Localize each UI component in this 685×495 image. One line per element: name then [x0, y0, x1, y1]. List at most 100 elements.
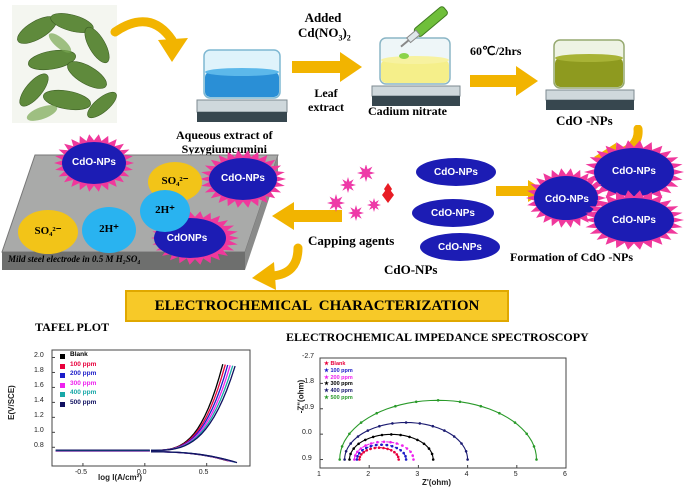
eis-point: [374, 443, 378, 447]
eis-title: ELECTROCHEMICAL IMPEDANCE SPECTROSCOPY: [286, 330, 589, 344]
eis-point: [394, 404, 397, 408]
eis-point: [353, 454, 357, 457]
eis-point: [418, 422, 422, 425]
eis-ytick: -1.8: [302, 378, 315, 386]
eis-point: [348, 432, 351, 436]
tafel-ytick: 1.4: [34, 397, 44, 405]
eis-point: [430, 452, 434, 456]
eis-point: [369, 447, 372, 451]
tafel-legend-item: 100 ppm: [70, 360, 97, 368]
eis-legend-item: ★ 400 ppm: [324, 388, 353, 395]
eis-point: [431, 424, 435, 428]
eis-point: [479, 404, 483, 408]
eis-point: [353, 458, 356, 461]
steel-electrode-caption: Mild steel electrode in 0.5 M H₂SO₄: [8, 254, 141, 264]
eis-point: [390, 444, 394, 448]
cluster-np-label: CdO-NPs: [612, 214, 656, 226]
eis-point: [386, 447, 389, 451]
tafel-curve: [151, 451, 238, 464]
eis-point: [399, 433, 402, 437]
tafel-xtick: -0.5: [74, 469, 87, 476]
eis-legend-item: ★ 200 ppm: [324, 374, 353, 381]
eis-point: [338, 458, 341, 461]
eis-point: [362, 450, 365, 454]
eis-legend-item: ★ Blank: [324, 361, 346, 367]
eis-point: [382, 440, 386, 444]
eis-point: [422, 442, 426, 446]
eis-point: [405, 447, 409, 450]
leaf-extract-label: Leaf extract: [308, 86, 344, 114]
steel-np-label: CdO-NPs: [221, 172, 265, 184]
eis-point: [389, 440, 392, 444]
eis-point: [369, 442, 373, 445]
tafel-legend-item: 400 ppm: [70, 389, 97, 396]
eis-point: [535, 458, 538, 461]
eis-point: [382, 446, 385, 450]
eis-point: [395, 442, 399, 445]
eis-xtick: 1: [317, 471, 321, 478]
eis-point: [431, 458, 435, 461]
eis-point: [349, 442, 352, 445]
eis-point: [409, 450, 412, 454]
eis-plot: [280, 348, 570, 488]
curved-arrow-icon: [252, 243, 303, 290]
eis-point: [364, 444, 367, 447]
eis-point: [452, 435, 456, 438]
eis-point: [525, 432, 528, 436]
eis-point: [373, 446, 376, 450]
beaker-aqueous-extract: [192, 32, 292, 127]
hydrogen-ion-label: 2H⁺: [99, 223, 119, 235]
eis-point: [364, 446, 368, 450]
left-arrow-icon: [272, 202, 342, 230]
tafel-legend-item: 200 ppm: [70, 370, 97, 377]
capping-agents: [327, 165, 394, 221]
heating-condition-label: 60℃/2hrs: [470, 44, 522, 58]
tafel-ytick: 1.2: [34, 412, 44, 420]
hydrogen-ion: [82, 207, 136, 253]
steel-np-label: CdONPs: [166, 232, 208, 244]
sulfate-ion: [18, 210, 78, 254]
cdo-nps-ellipse: CdO-NPs: [416, 158, 496, 186]
eis-point: [361, 449, 364, 452]
cdo-nps-ellipse: CdO-NPs: [420, 233, 500, 261]
eis-point: [359, 421, 363, 424]
eis-point: [427, 447, 431, 450]
eis-point: [378, 424, 381, 428]
eis-point: [348, 458, 351, 461]
tafel-xtick: 0.0: [136, 469, 147, 476]
cluster-np-label: CdO-NPs: [612, 165, 656, 177]
eis-point: [371, 435, 375, 439]
eis-point: [365, 449, 369, 452]
eis-point: [360, 453, 363, 456]
eis-point: [443, 429, 446, 432]
eis-point: [376, 440, 379, 444]
banner-title: ELECTROCHEMICAL CHARACTERIZATION: [154, 297, 480, 314]
cadium-nitrate-label: Cadium nitrate: [368, 104, 447, 118]
tafel-xlabel: log I(A/cm²): [98, 473, 142, 482]
eis-ytick: 0.0: [302, 429, 312, 437]
eis-point: [404, 421, 408, 424]
aqueous-extract-label: Aqueous extract of Syzygiumcumini: [176, 128, 273, 156]
eis-point: [532, 445, 536, 448]
eis-point: [352, 447, 355, 450]
eis-xlabel: Z'(ohm): [422, 478, 452, 487]
eis-point: [356, 435, 360, 438]
legend-marker: [60, 373, 65, 378]
eis-xtick: 3: [415, 471, 420, 478]
eis-xtick: 5: [513, 471, 518, 478]
eis-point: [349, 452, 352, 456]
added-cdno3-label: Added Cd(NO3)2: [298, 10, 351, 43]
right-arrow-icon: [470, 66, 538, 96]
curved-arrow-icon: [110, 17, 188, 62]
eis-point: [466, 458, 469, 461]
tafel-xtick: 0.5: [198, 469, 209, 476]
tafel-ytick: 1.0: [34, 427, 44, 435]
eis-point: [399, 449, 402, 452]
sulfate-ion-label: SO₄²⁻: [34, 225, 62, 237]
cdo-nps-bottom-label: CdO-NPs: [384, 262, 438, 277]
eis-curve: [358, 447, 400, 460]
eis-xtick: 4: [464, 471, 469, 478]
eis-point: [404, 454, 407, 458]
eis-point: [404, 458, 408, 461]
tafel-curve: [151, 364, 224, 451]
